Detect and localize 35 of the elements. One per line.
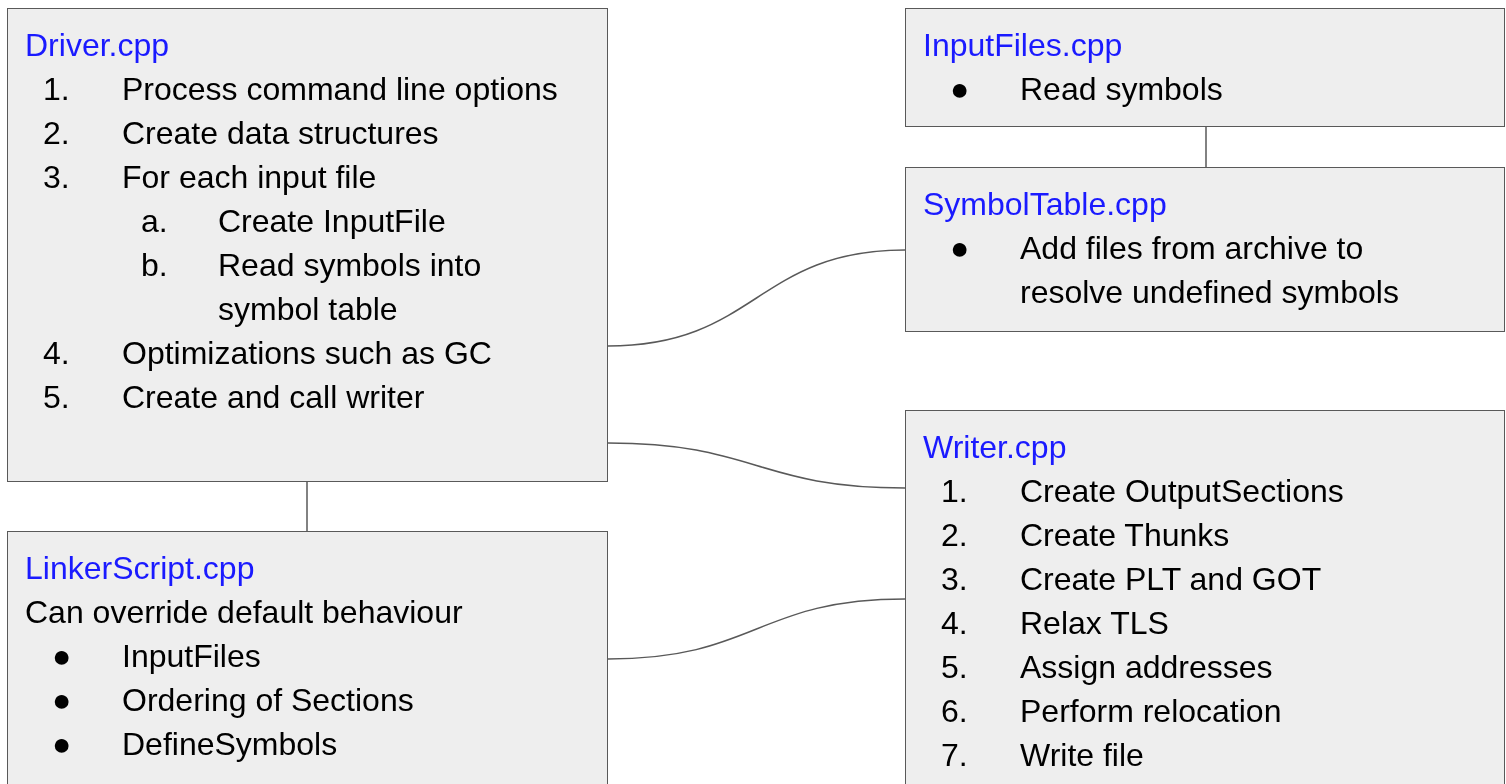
file-name: InputFiles.cpp — [923, 26, 1124, 65]
source-file-box — [905, 167, 1505, 332]
source-file-box — [7, 531, 608, 784]
source-file-box — [905, 410, 1505, 784]
file-name: SymbolTable.cpp — [923, 185, 1168, 224]
list-item: a. Create InputFile — [140, 202, 447, 241]
list-item: 3. Create PLT and GOT — [940, 560, 1323, 599]
list-item: 5. Assign addresses — [940, 648, 1274, 687]
source-file-box — [905, 8, 1505, 127]
list-item: 1. Process command line options — [42, 70, 559, 109]
file-name: Driver.cpp — [25, 26, 171, 65]
list-item: 7. Write file — [940, 736, 1145, 775]
list-item: 6. Perform relocation — [940, 692, 1283, 731]
connector-line — [607, 442, 906, 489]
list-item: ● Ordering of Sections — [51, 681, 415, 720]
connector-line — [1205, 126, 1207, 168]
connector-line — [306, 481, 308, 532]
list-item: 1. Create OutputSections — [940, 472, 1345, 511]
list-item: ● DefineSymbols — [51, 725, 339, 764]
list-item: ● Read symbols — [949, 70, 1224, 109]
list-item: 2. Create Thunks — [940, 516, 1231, 555]
list-item: 4. Relax TLS — [940, 604, 1170, 643]
list-item: 2. Create data structures — [42, 114, 440, 153]
connector-line — [607, 598, 906, 660]
note-text: Can override default behaviour — [25, 593, 464, 632]
connector-line — [607, 249, 906, 347]
list-item: 3. For each input file — [42, 158, 378, 197]
list-item: b. Read symbols into symbol table — [140, 246, 483, 329]
list-item: 5. Create and call writer — [42, 378, 426, 417]
file-name: LinkerScript.cpp — [25, 549, 256, 588]
list-item: ● Add files from archive to resolve undefined symbols — [949, 229, 1400, 312]
list-item: 4. Optimizations such as GC — [42, 334, 493, 373]
list-item: ● InputFiles — [51, 637, 262, 676]
file-name: Writer.cpp — [923, 428, 1068, 467]
source-file-box — [7, 8, 608, 482]
